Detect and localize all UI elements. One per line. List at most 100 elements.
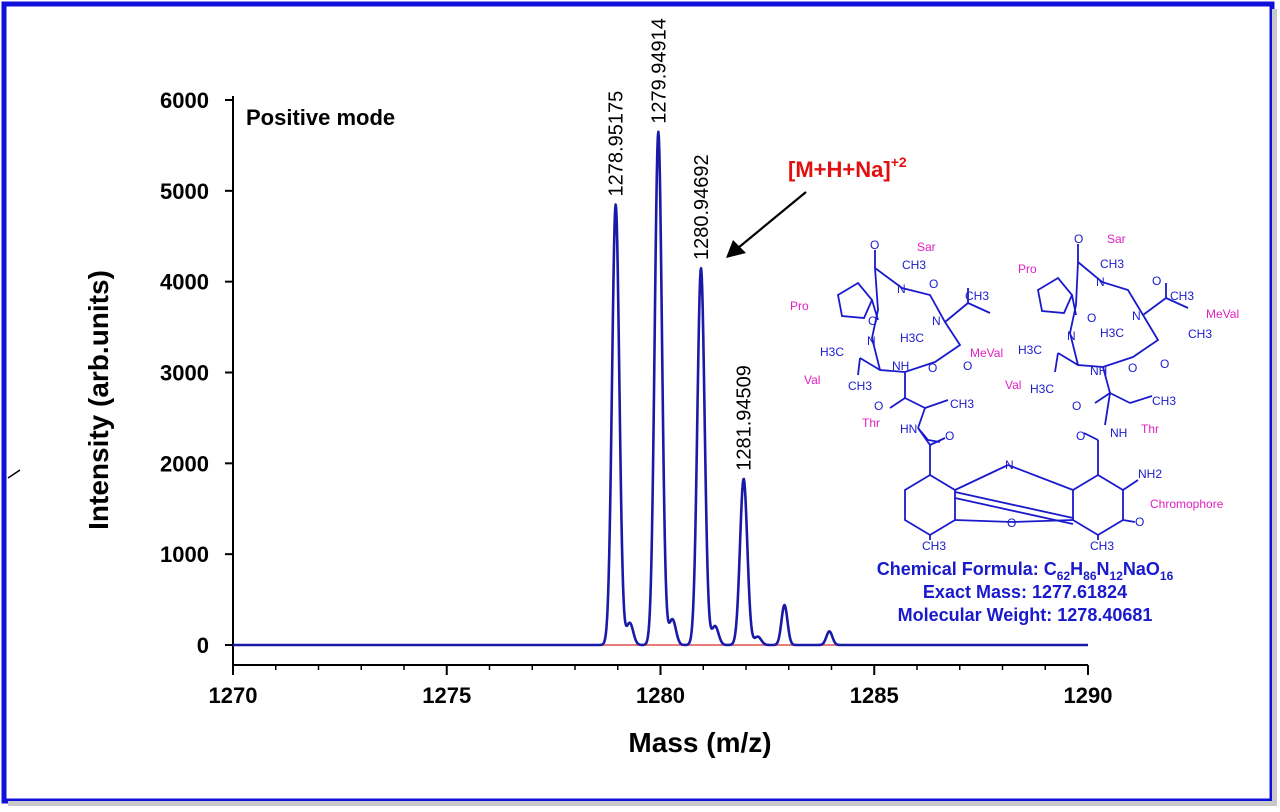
atom-hn: HN bbox=[900, 422, 917, 436]
exact-mass: Exact Mass: 1277.61824 bbox=[923, 582, 1127, 602]
atom-n: N bbox=[867, 334, 876, 348]
x-tick-label: 1290 bbox=[1064, 683, 1113, 708]
atom-o: O bbox=[1007, 516, 1016, 530]
actinomycin-structure bbox=[836, 244, 1189, 540]
y-tick-label: 3000 bbox=[160, 361, 209, 386]
chemical-formula: Chemical Formula: C62H86N12NaO16 bbox=[877, 559, 1174, 583]
edge-tick bbox=[7, 469, 21, 479]
x-axis-title: Mass (m/z) bbox=[628, 727, 771, 758]
y-tick-label: 0 bbox=[197, 633, 209, 658]
chromophore-right-ring bbox=[1072, 473, 1124, 537]
y-tick-label: 1000 bbox=[160, 542, 209, 567]
x-tick-label: 1285 bbox=[850, 683, 899, 708]
formula-subscript: 12 bbox=[1110, 569, 1124, 583]
atom-h3c: H3C bbox=[1100, 326, 1124, 340]
y-tick-label: 4000 bbox=[160, 270, 209, 295]
residue-meval: MeVal bbox=[970, 346, 1003, 360]
atom-ch3: CH3 bbox=[1170, 289, 1194, 303]
atom-o: O bbox=[868, 314, 877, 328]
outer-shadow-right bbox=[1272, 9, 1277, 806]
x-tick-label: 1275 bbox=[422, 683, 471, 708]
atom-h3c: H3C bbox=[1018, 343, 1042, 357]
structure-labels: O N CH3 O CH3 N H3C N O O O H3C NH CH3 O… bbox=[790, 232, 1239, 553]
formula-element: N bbox=[1097, 559, 1110, 579]
atom-o: O bbox=[870, 238, 879, 252]
residue-meval: MeVal bbox=[1206, 307, 1239, 321]
formula-subscript: 62 bbox=[1057, 569, 1071, 583]
atom-o: O bbox=[1072, 399, 1081, 413]
residue-pro: Pro bbox=[1018, 262, 1037, 276]
atom-n: N bbox=[1132, 309, 1141, 323]
x-tick-label: 1280 bbox=[636, 683, 685, 708]
formula-subscript: 16 bbox=[1160, 569, 1174, 583]
residue-val: Val bbox=[1005, 378, 1021, 392]
atom-o: O bbox=[874, 399, 883, 413]
left-proline bbox=[836, 281, 874, 319]
molecular-weight: Molecular Weight: 1278.40681 bbox=[898, 605, 1153, 625]
ion-label: [M+H+Na]+2 bbox=[788, 154, 907, 182]
right-proline bbox=[1036, 276, 1074, 314]
atom-n: N bbox=[932, 314, 941, 328]
formula-element: C bbox=[1044, 559, 1057, 579]
y-axis-title: Intensity (arb.units) bbox=[83, 270, 114, 530]
atom-h3c: H3C bbox=[900, 331, 924, 345]
spectrum bbox=[232, 130, 1089, 647]
residue-pro: Pro bbox=[790, 299, 809, 313]
y-tick-label: 5000 bbox=[160, 179, 209, 204]
outer-shadow bbox=[8, 801, 1276, 806]
residue-sar: Sar bbox=[1107, 232, 1126, 246]
atom-n: N bbox=[1096, 275, 1105, 289]
atom-n: N bbox=[1005, 458, 1014, 472]
residue-val: Val bbox=[804, 373, 820, 387]
atom-o: O bbox=[1076, 429, 1085, 443]
left-ring bbox=[871, 267, 962, 373]
residue-thr: Thr bbox=[862, 416, 880, 430]
atom-ch3: CH3 bbox=[1188, 327, 1212, 341]
chromophore-left-ring bbox=[904, 473, 956, 537]
spectrum-trace bbox=[232, 130, 1089, 647]
formula-subscript: 86 bbox=[1083, 569, 1097, 583]
atom-ch3: CH3 bbox=[950, 397, 974, 411]
atom-o: O bbox=[945, 429, 954, 443]
atom-ch3: CH3 bbox=[965, 289, 989, 303]
atom-o: O bbox=[963, 359, 972, 373]
atom-ch3: CH3 bbox=[902, 258, 926, 272]
atom-h3c: H3C bbox=[820, 345, 844, 359]
atom-o: O bbox=[1135, 515, 1144, 529]
atom-nh: NH bbox=[892, 359, 909, 373]
atom-n: N bbox=[1067, 329, 1076, 343]
atom-h3c: H3C bbox=[1030, 382, 1054, 396]
residue-chromophore: Chromophore bbox=[1150, 497, 1224, 511]
peak-label: 1280.94692 bbox=[691, 154, 713, 260]
atom-o: O bbox=[928, 361, 937, 375]
peak-label: 1279.94914 bbox=[648, 18, 670, 124]
residue-thr: Thr bbox=[1141, 422, 1159, 436]
residue-sar: Sar bbox=[917, 240, 936, 254]
peak-label: 1281.94509 bbox=[734, 365, 756, 471]
atom-o: O bbox=[1152, 274, 1161, 288]
atom-n: N bbox=[897, 282, 906, 296]
atom-o: O bbox=[1128, 361, 1137, 375]
atom-ch3: CH3 bbox=[1090, 539, 1114, 553]
y-tick-label: 2000 bbox=[160, 451, 209, 476]
atom-ch3: CH3 bbox=[1100, 257, 1124, 271]
x-tick-label: 1270 bbox=[209, 683, 258, 708]
molecule-info: Chemical Formula: C62H86N12NaO16 Exact M… bbox=[877, 559, 1174, 625]
atom-nh2: NH2 bbox=[1138, 467, 1162, 481]
formula-element: H bbox=[1070, 559, 1083, 579]
atom-o: O bbox=[1074, 232, 1083, 246]
atom-ch3: CH3 bbox=[922, 539, 946, 553]
atom-nh: NH bbox=[1110, 426, 1127, 440]
atom-ch3: CH3 bbox=[1152, 394, 1176, 408]
ion-arrow bbox=[726, 191, 807, 258]
atom-nh: NH bbox=[1090, 364, 1107, 378]
mode-label: Positive mode bbox=[246, 105, 395, 130]
atom-o: O bbox=[1160, 357, 1169, 371]
atom-ch3: CH3 bbox=[848, 379, 872, 393]
atom-o: O bbox=[1087, 311, 1096, 325]
right-ring bbox=[1069, 261, 1160, 368]
